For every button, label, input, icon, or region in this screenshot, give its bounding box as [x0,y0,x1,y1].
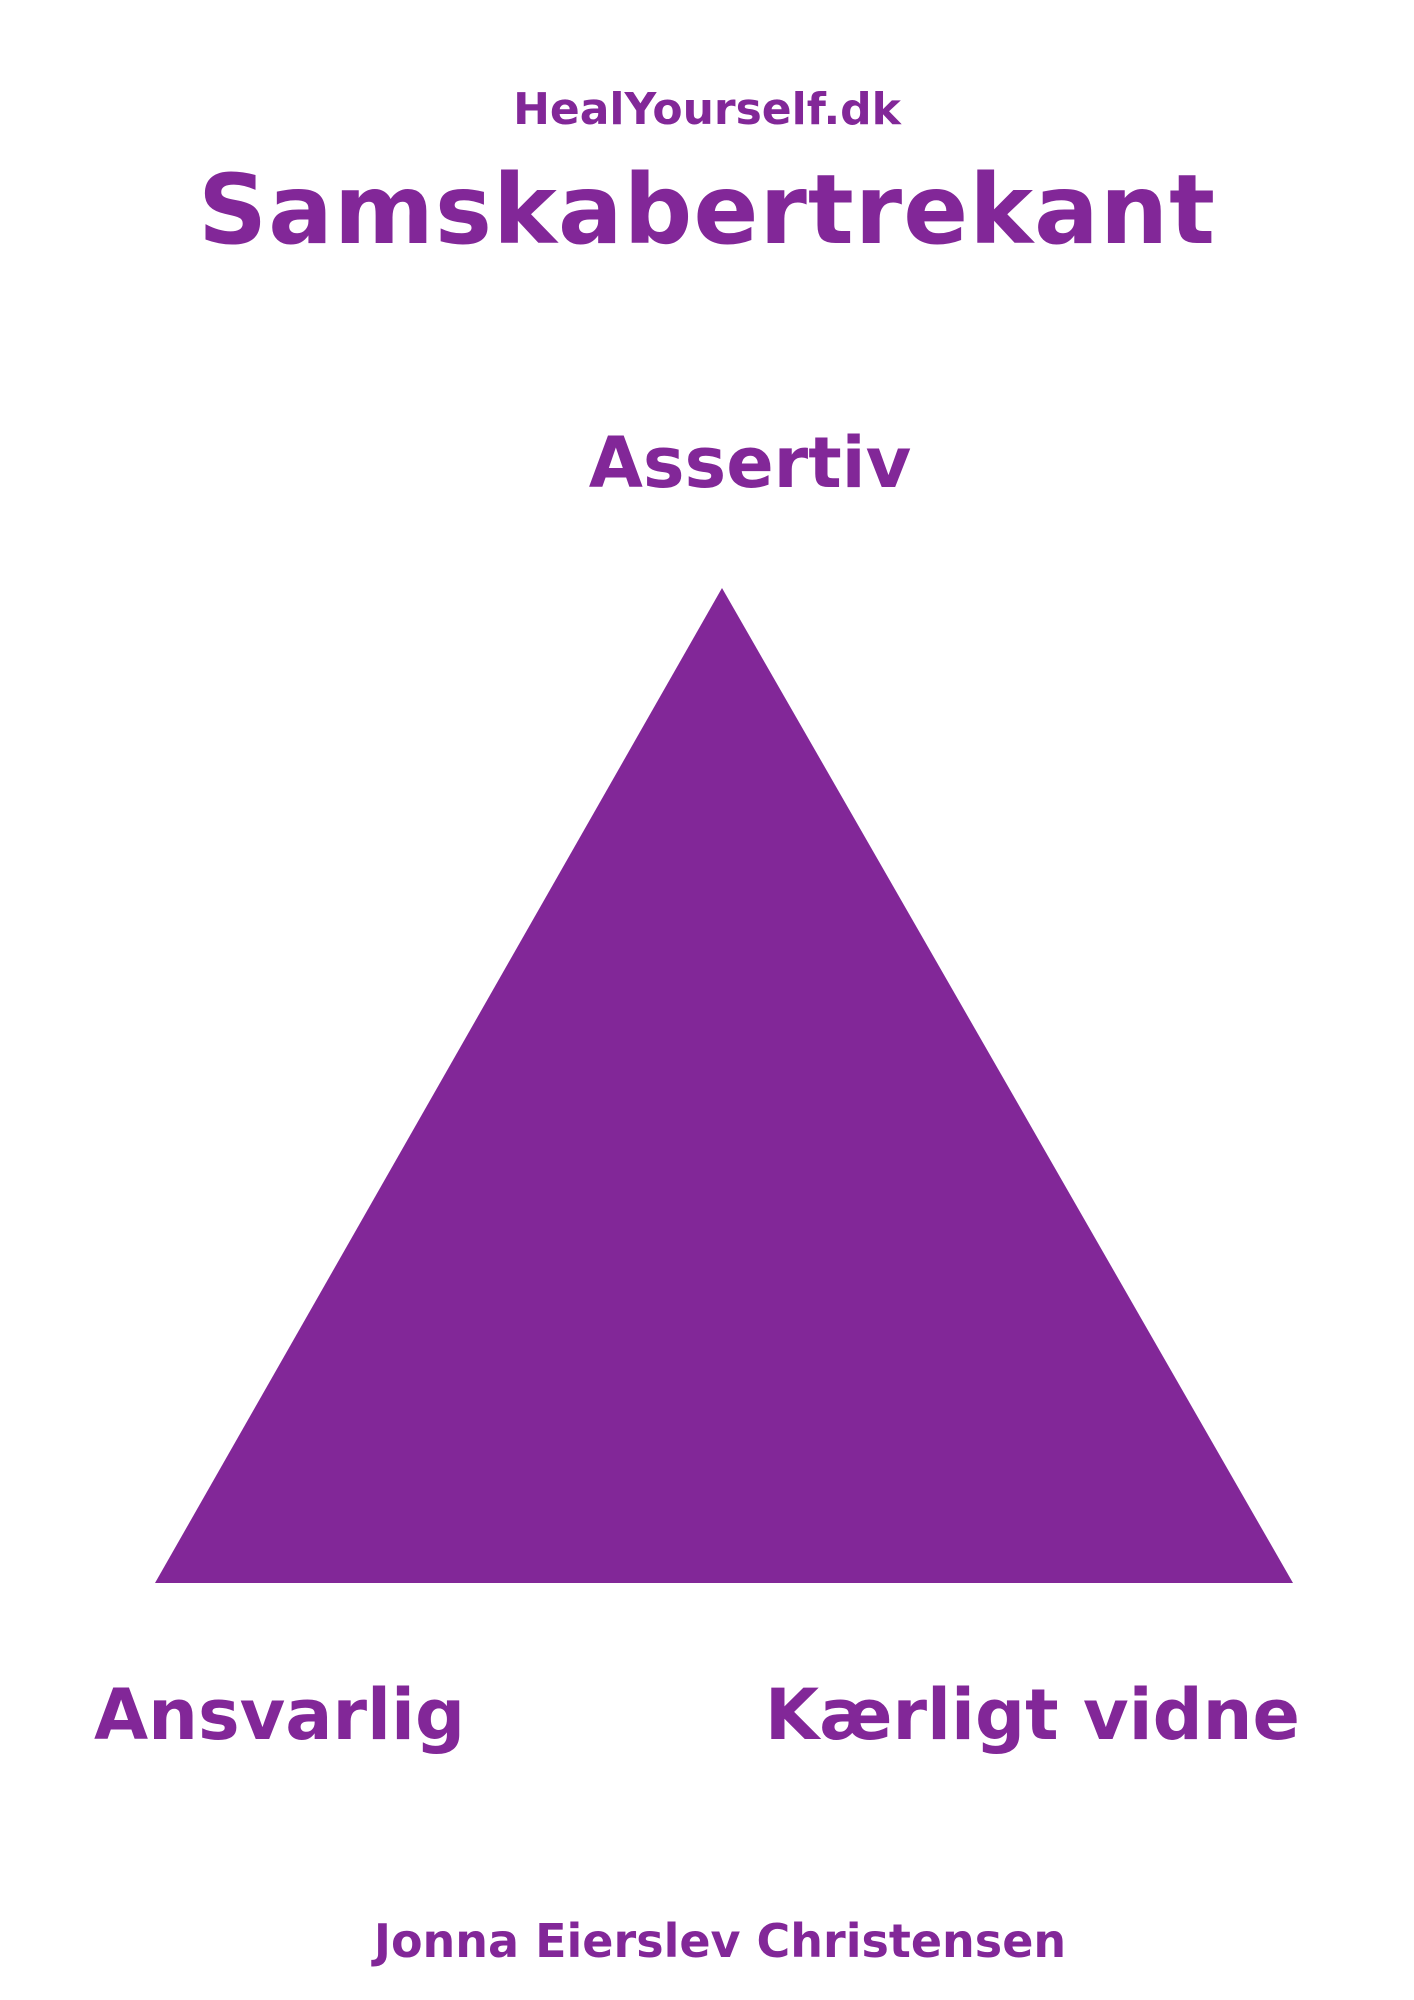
triangle-shape [155,588,1293,1583]
author-name: Jonna Eierslev Christensen [373,1914,1067,1968]
site-name: HealYourself.dk [513,84,901,135]
page-title: Samskabertrekant [197,154,1217,266]
vertex-label-left: Ansvarlig [94,1674,466,1756]
vertex-label-top: Assertiv [588,422,912,504]
vertex-label-right: Kærligt vidne [764,1674,1300,1756]
